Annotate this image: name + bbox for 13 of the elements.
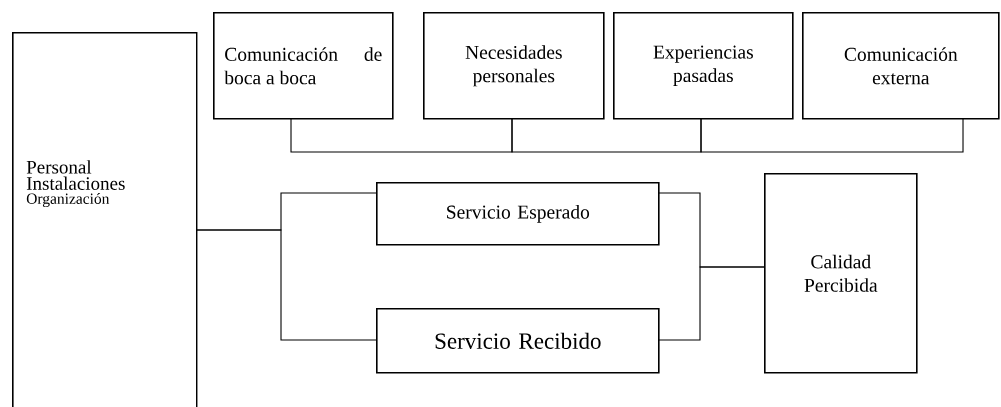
resource-box: Personal Instalaciones Organización [12,32,198,407]
quality-box: Calidad Percibida [764,173,918,374]
connector-line [290,117,513,153]
connector-line [195,229,377,341]
service-box: Servicio Recibido [376,308,660,374]
service-box: Servicio Esperado [376,182,660,246]
connector-line [657,266,765,341]
factor-box: Comunicación de boca a boca [213,12,394,120]
connector-line [511,117,702,153]
factor-box: Comunicación externa [802,12,1000,120]
factor-box: Experiencias pasadas [613,12,794,120]
connector-line [700,117,964,153]
factor-box: Necesidades personales [423,12,605,120]
